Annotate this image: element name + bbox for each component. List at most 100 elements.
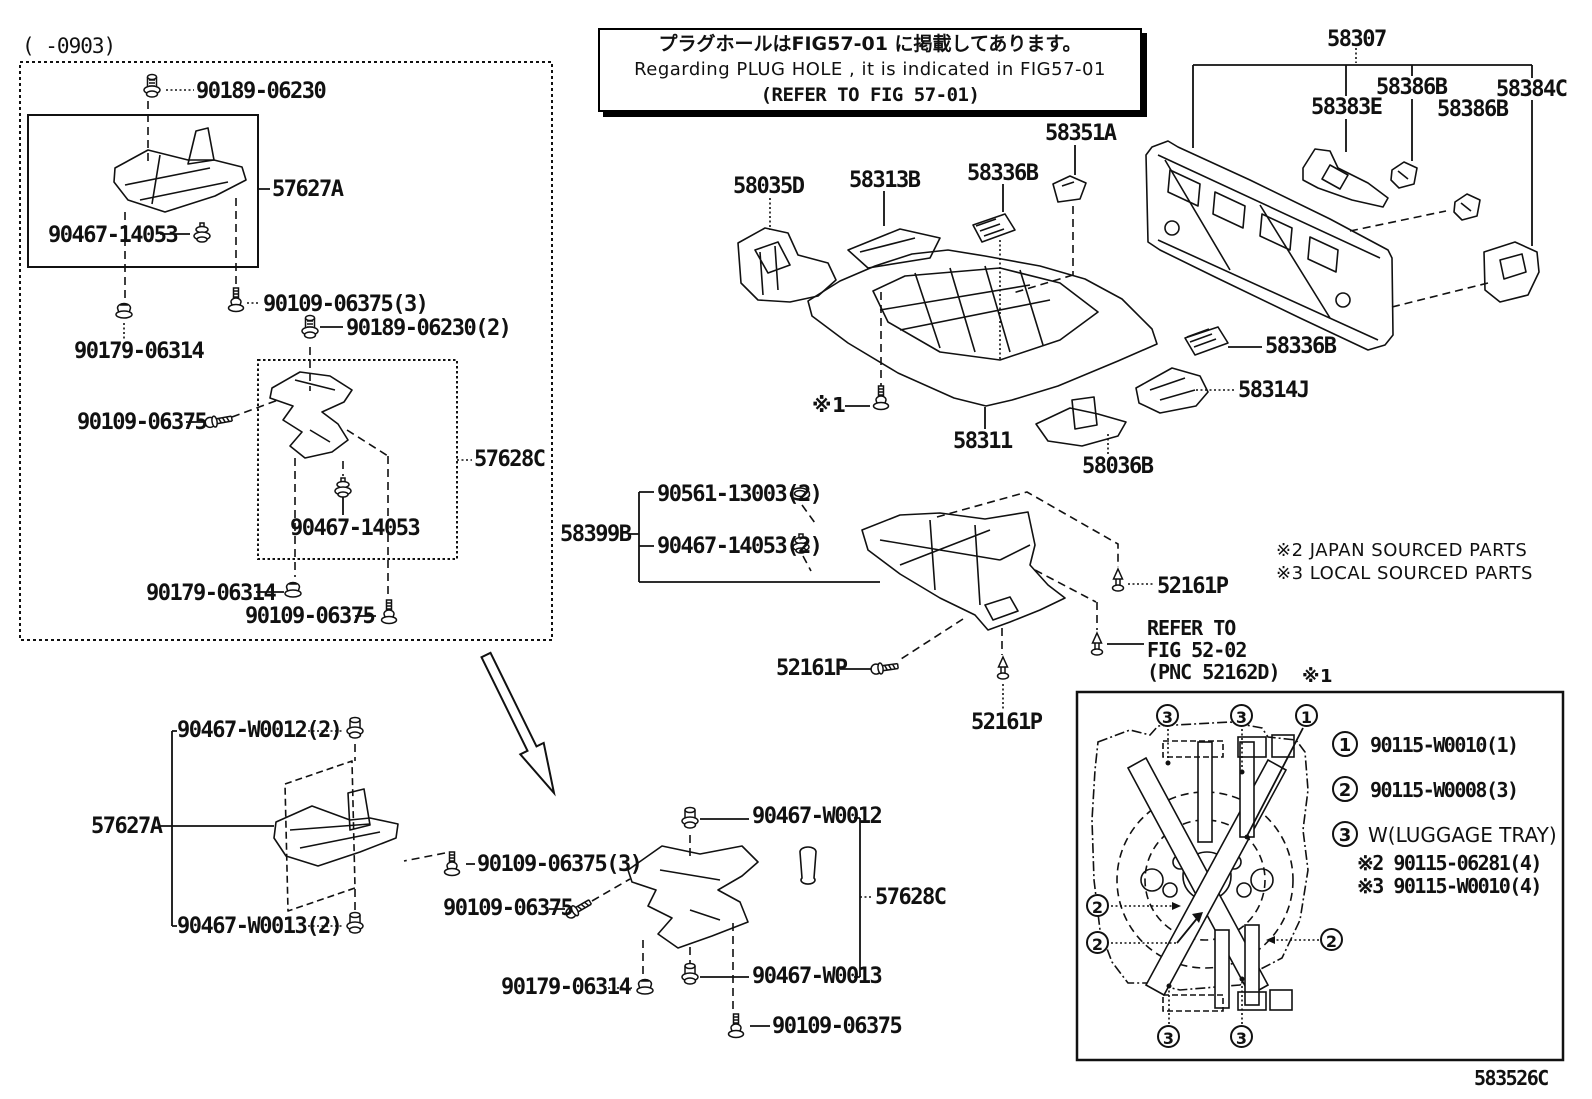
footnote-local-sourced: ※3 LOCAL SOURCED PARTS [1276,563,1533,584]
screw-icon [869,659,900,677]
fastener-label-90189-06230: 90189-06230 [196,79,327,104]
part-label-57627A: 57627A [91,814,163,839]
screw-icon [380,599,398,625]
fastener-label-90109-06375: 90109-06375 [772,1014,903,1039]
fastener-label-90109-06375x3: 90109-06375(3) [477,852,643,877]
group-leaders-dotted [123,48,1357,1024]
part-label-52161P: 52161P [971,710,1043,735]
note-line-en: Regarding PLUG HOLE , it is indicated in… [634,59,1106,81]
group-arrowheads [1165,760,1275,989]
refer-line-2: FIG 52-02 [1147,638,1247,662]
part-label-57628C: 57628C [875,885,947,910]
footnote-mark-1: ※1 [1302,666,1334,687]
part-label-58383E: 58383E [1311,95,1383,120]
callout-circle: 1 [1295,704,1318,727]
plug-hole-note-box: プラグホールはFIG57-01 に掲載してあります。 Regarding PLU… [598,28,1142,112]
part-label-52161P: 52161P [1157,574,1229,599]
clip-icon [346,911,364,934]
part-label-58036B: 58036B [1082,454,1154,479]
part-label-58351A: 58351A [1045,121,1117,146]
part-label-58314J: 58314J [1238,378,1310,403]
fastener-label-90561-13003x2: 90561-13003(2) [657,482,823,507]
callout-circle: 3 [1230,704,1253,727]
group-leaders-dashed [124,101,1489,1011]
group-boxes [19,61,1565,1062]
legend-circle-3: 3 [1332,821,1358,847]
group-part-sketches [113,127,1540,949]
pin-icon [1090,632,1104,656]
note-line-ref: (REFER TO FIG 57-01) [760,83,980,106]
change-arrow [480,651,556,797]
clip-icon [193,222,211,243]
fastener-label-90109-06375x3: 90109-06375(3) [263,292,429,317]
fastener-label-90467-W0013: 90467-W0013 [752,964,883,989]
callout-circle: 3 [1156,704,1179,727]
fastener-label-90467-W0013x2: 90467-W0013(2) [177,914,343,939]
fastener-label-90467-14053: 90467-14053 [290,516,421,541]
fastener-label-90467-14053: 90467-14053 [48,223,179,248]
clip-icon [346,716,364,739]
part-label-58386B: 58386B [1437,97,1509,122]
part-label-57627A: 57627A [272,177,344,202]
legend-part-3: W(LUGGAGE TRAY) [1368,823,1557,847]
legend-sub-1: ※2 90115-06281(4) [1357,851,1542,875]
clip-icon [681,806,699,829]
footnote-japan-sourced: ※2 JAPAN SOURCED PARTS [1276,540,1528,561]
legend-circle-1: 1 [1332,731,1358,757]
clip-icon [334,477,352,498]
callout-circle: 2 [1320,928,1343,951]
footnote-mark-1: ※1 [812,393,847,417]
figure-code: 583526C [1474,1066,1549,1090]
refer-to-fig-52-02: REFER TO FIG 52-02 (PNC 52162D) [1147,617,1280,683]
legend-part-2: 90115-W0008(3) [1370,778,1519,802]
legend-circle-2: 2 [1332,776,1358,802]
bolt-icon [301,314,319,339]
fastener-label-90179-06314: 90179-06314 [146,581,277,606]
part-label-58035D: 58035D [733,174,805,199]
fastener-label-90109-06375: 90109-06375 [245,604,376,629]
pin-icon [1111,568,1125,592]
fastener-label-90189-06230x2: 90189-06230(2) [346,316,512,341]
part-label-58336B: 58336B [967,161,1039,186]
part-label-58313B: 58313B [849,168,921,193]
callout-circle: 3 [1230,1025,1253,1048]
callout-circle: 3 [1157,1025,1180,1048]
fastener-label-90467-W0012x2: 90467-W0012(2) [177,718,343,743]
part-label-57628C: 57628C [474,447,546,472]
fastener-label-90109-06375: 90109-06375 [77,410,208,435]
bolt-icon [143,73,161,98]
part-label-58311: 58311 [953,429,1013,454]
nut-icon [284,581,302,598]
part-label-52161P: 52161P [776,656,848,681]
refer-line-3: (PNC 52162D) [1147,660,1280,684]
group-wheel-well [1091,721,1309,1012]
part-label-58336B: 58336B [1265,334,1337,359]
legend-part-1: 90115-W0010(1) [1370,733,1519,757]
legend-sub-2: ※3 90115-W0010(4) [1357,874,1542,898]
screw-icon [203,412,234,430]
fastener-label-90467-W0012: 90467-W0012 [752,804,883,829]
fastener-label-90179-06314: 90179-06314 [501,975,632,1000]
part-label-58307: 58307 [1327,27,1387,52]
screw-icon [443,851,461,877]
screw-icon [227,287,245,313]
group-leaders-solid [158,64,1533,1027]
callout-circle: 2 [1086,931,1109,954]
part-label-58399B: 58399B [560,522,632,547]
screw-icon [872,385,890,411]
fastener-label-90467-14053x2: 90467-14053(2) [657,534,823,559]
part-label-58386B: 58386B [1376,75,1448,100]
nut-icon [636,978,654,995]
nut-icon [115,302,133,319]
clip-icon [681,962,699,985]
part-label-58384C: 58384C [1496,77,1568,102]
callout-circle: 2 [1086,894,1109,917]
pin-icon [996,656,1010,680]
screw-icon [727,1013,745,1039]
refer-line-1: REFER TO [1147,616,1236,640]
note-line-jp: プラグホールはFIG57-01 に掲載してあります。 [658,33,1082,56]
revision-note: ( -0903) [22,34,116,58]
fastener-label-90109-06375: 90109-06375 [443,896,574,921]
